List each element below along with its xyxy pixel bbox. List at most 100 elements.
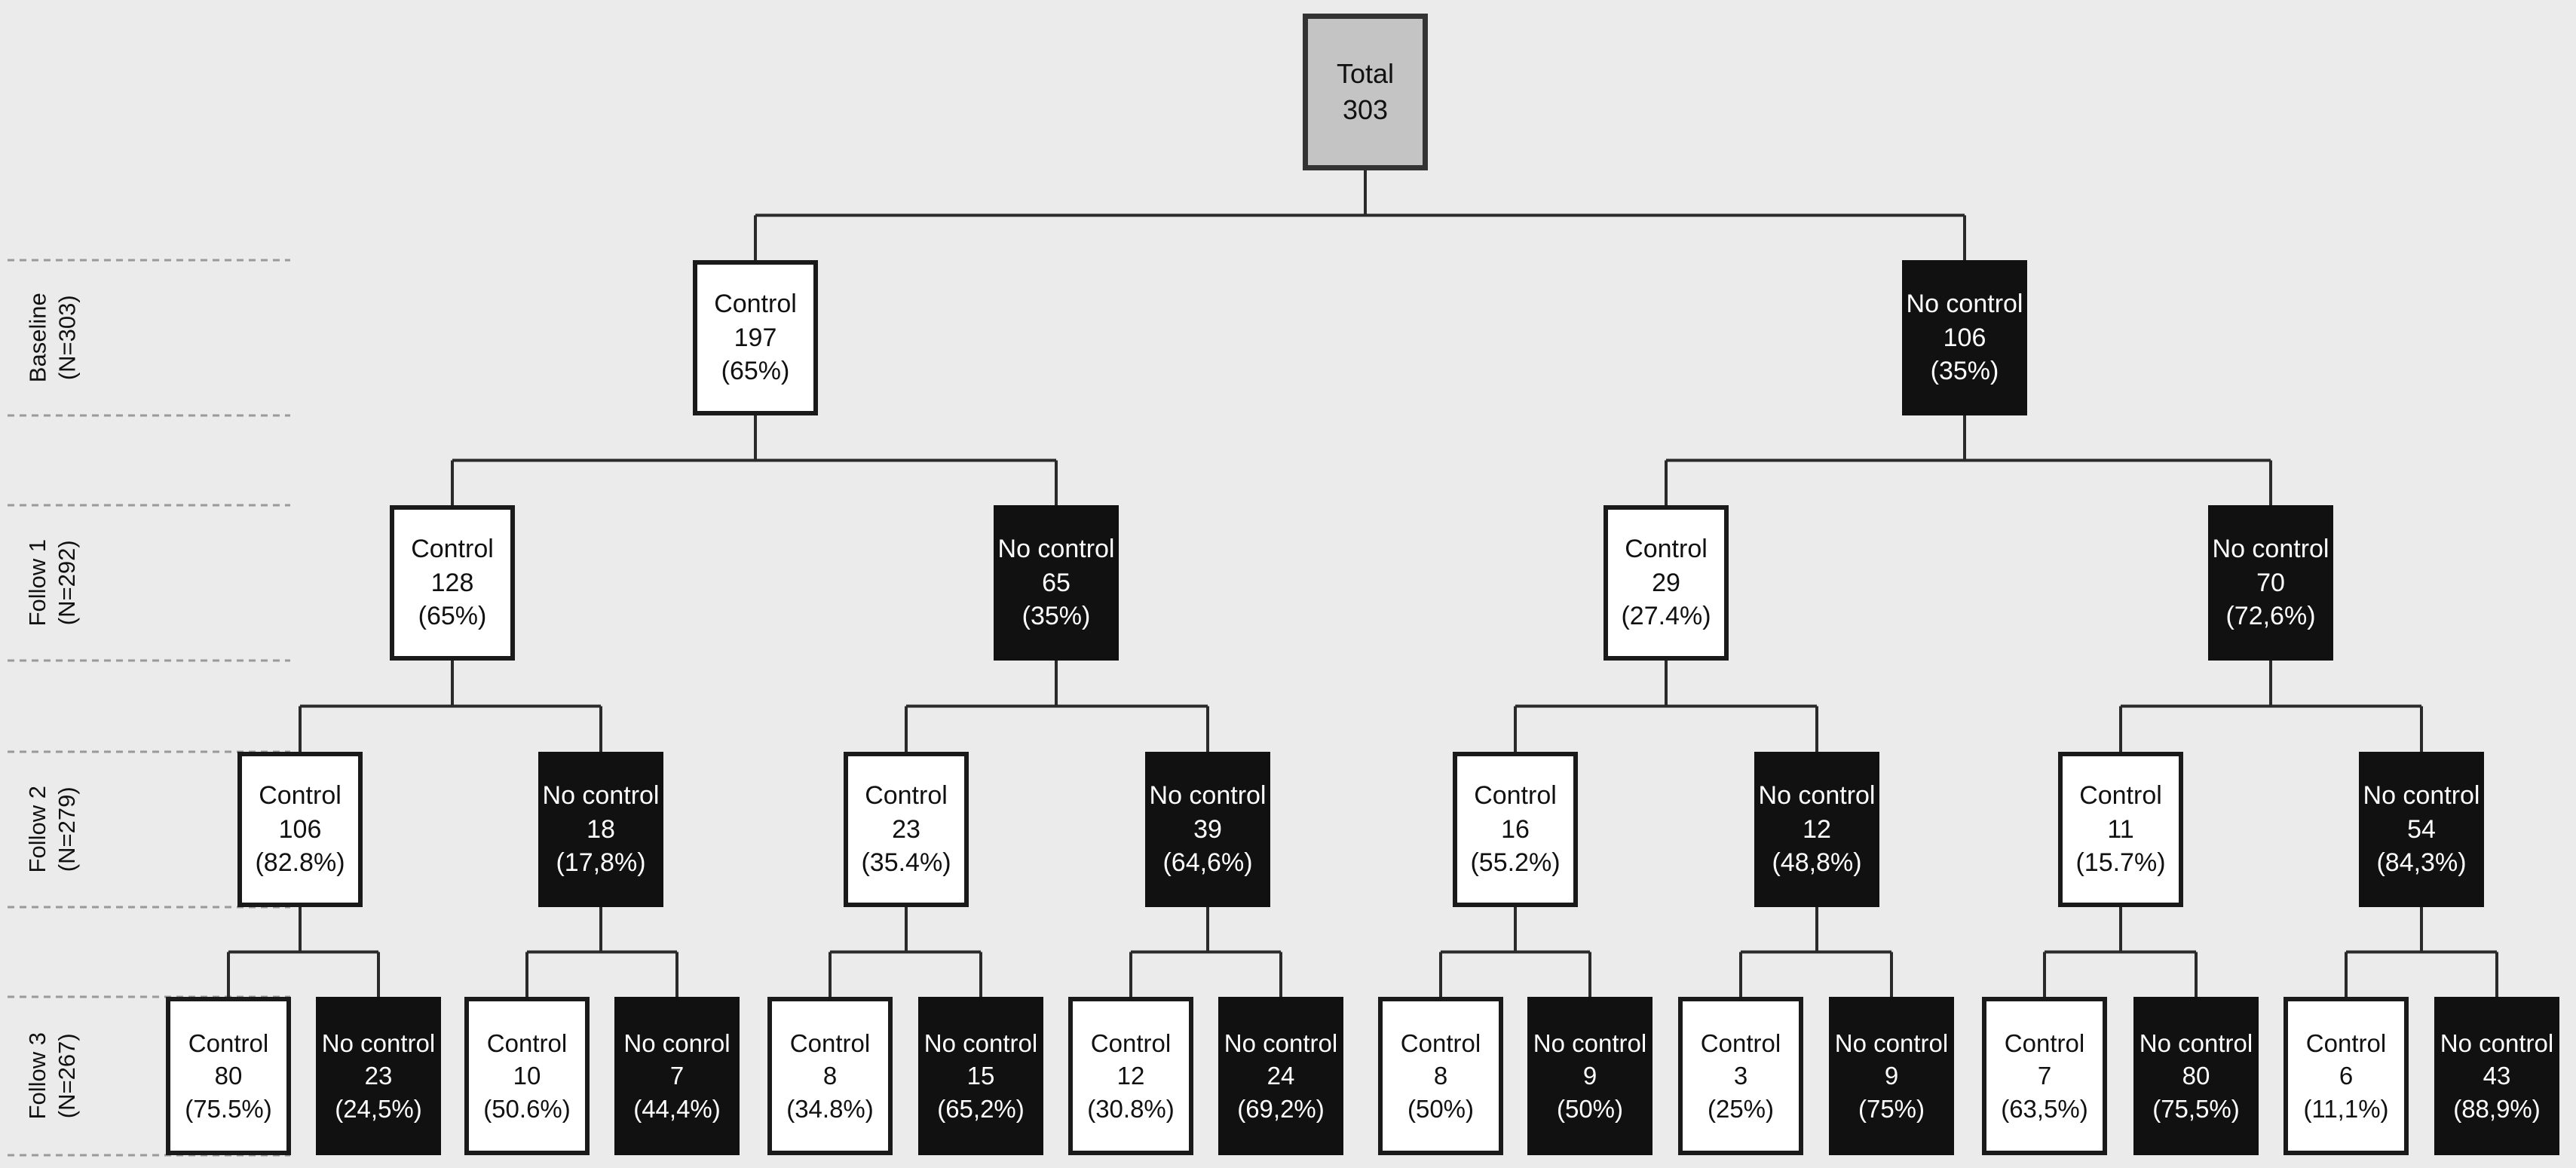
node-pct: (63,5%) bbox=[2001, 1094, 2088, 1123]
level-name: Follow 3 bbox=[24, 1032, 51, 1120]
node-pct: (75%) bbox=[1858, 1094, 1925, 1123]
no-control-node: No control 18 (17,8%) bbox=[538, 752, 663, 907]
node-pct: (25%) bbox=[1707, 1094, 1775, 1123]
level-label: Follow 2(N=279) bbox=[8, 752, 98, 907]
node-label: Control bbox=[1090, 1029, 1172, 1057]
node-value: 6 bbox=[2339, 1062, 2354, 1090]
node-pct: (17,8%) bbox=[556, 848, 646, 878]
node-label: No control bbox=[1834, 1029, 1949, 1057]
level-count: (N=303) bbox=[53, 295, 80, 381]
node-value: 23 bbox=[364, 1062, 393, 1090]
node-label: Control bbox=[259, 780, 342, 810]
node-value: 12 bbox=[1803, 814, 1831, 844]
control-node: Control 3 (25%) bbox=[1678, 997, 1803, 1155]
level-name: Follow 1 bbox=[24, 539, 51, 627]
node-label: No control bbox=[1149, 780, 1267, 810]
level-count: (N=267) bbox=[54, 1033, 80, 1119]
no-control-node: No control 9 (75%) bbox=[1829, 997, 1954, 1155]
node-value: 11 bbox=[2107, 814, 2134, 844]
node-value: 128 bbox=[430, 568, 474, 597]
node-label: Control bbox=[2305, 1029, 2387, 1057]
node-pct: (44,4%) bbox=[633, 1094, 721, 1123]
level-name: Follow 2 bbox=[24, 786, 51, 873]
node-pct: (69,2%) bbox=[1237, 1094, 1325, 1123]
no-control-node: No control 54 (84,3%) bbox=[2359, 752, 2484, 907]
node-label: Control bbox=[486, 1029, 568, 1057]
node-pct: (50%) bbox=[1556, 1094, 1624, 1123]
node-value: 12 bbox=[1116, 1062, 1145, 1090]
node-pct: (48,8%) bbox=[1772, 848, 1862, 878]
node-value: 54 bbox=[2407, 814, 2436, 844]
node-pct: (50%) bbox=[1407, 1094, 1475, 1123]
level-label: Baseline(N=303) bbox=[8, 260, 98, 415]
node-value: 197 bbox=[734, 323, 777, 352]
node-label: No control bbox=[2363, 780, 2480, 810]
node-pct: (65%) bbox=[418, 602, 487, 631]
node-label: No control bbox=[2139, 1029, 2253, 1057]
node-label: Control bbox=[1400, 1029, 1481, 1057]
node-label: Control bbox=[714, 289, 797, 318]
node-label: No conrol bbox=[623, 1029, 731, 1057]
node-label: Total bbox=[1336, 58, 1395, 90]
node-value: 8 bbox=[822, 1062, 838, 1090]
level-label: Follow 3(N=267) bbox=[8, 997, 98, 1155]
node-value: 106 bbox=[278, 814, 322, 844]
node-label: Control bbox=[411, 534, 494, 563]
node-value: 9 bbox=[1582, 1062, 1597, 1090]
node-pct: (35.4%) bbox=[861, 848, 951, 878]
node-pct: (11,1%) bbox=[2303, 1094, 2389, 1123]
node-label: Control bbox=[2079, 780, 2162, 810]
node-label: Control bbox=[789, 1029, 871, 1057]
node-value: 18 bbox=[587, 814, 615, 844]
node-value: 29 bbox=[1652, 568, 1680, 597]
node-label: No control bbox=[321, 1029, 436, 1057]
node-value: 24 bbox=[1267, 1062, 1295, 1090]
node-label: No control bbox=[924, 1029, 1038, 1057]
node-pct: (35%) bbox=[1022, 602, 1091, 631]
control-node: Control 6 (11,1%) bbox=[2283, 997, 2409, 1155]
node-value: 303 bbox=[1342, 94, 1389, 125]
node-value: 16 bbox=[1501, 814, 1530, 844]
node-value: 80 bbox=[2182, 1062, 2210, 1090]
node-value: 80 bbox=[214, 1062, 243, 1090]
node-label: No control bbox=[2212, 534, 2329, 563]
total-node: Total 303 bbox=[1303, 14, 1428, 170]
node-pct: (72,6%) bbox=[2225, 602, 2316, 631]
node-pct: (55.2%) bbox=[1470, 848, 1561, 878]
node-value: 3 bbox=[1733, 1062, 1748, 1090]
node-label: Control bbox=[188, 1029, 269, 1057]
node-value: 8 bbox=[1433, 1062, 1448, 1090]
control-node: Control 8 (50%) bbox=[1378, 997, 1503, 1155]
node-pct: (50.6%) bbox=[483, 1094, 571, 1123]
no-control-node: No control 24 (69,2%) bbox=[1218, 997, 1343, 1155]
node-value: 9 bbox=[1884, 1062, 1899, 1090]
node-label: No control bbox=[2440, 1029, 2554, 1057]
node-label: No control bbox=[1224, 1029, 1338, 1057]
node-pct: (84,3%) bbox=[2376, 848, 2467, 878]
node-label: No control bbox=[542, 780, 660, 810]
node-label: Control bbox=[1700, 1029, 1781, 1057]
node-pct: (65,2%) bbox=[937, 1094, 1025, 1123]
node-value: 23 bbox=[892, 814, 920, 844]
node-label: No control bbox=[997, 534, 1115, 563]
node-pct: (27.4%) bbox=[1621, 602, 1711, 631]
